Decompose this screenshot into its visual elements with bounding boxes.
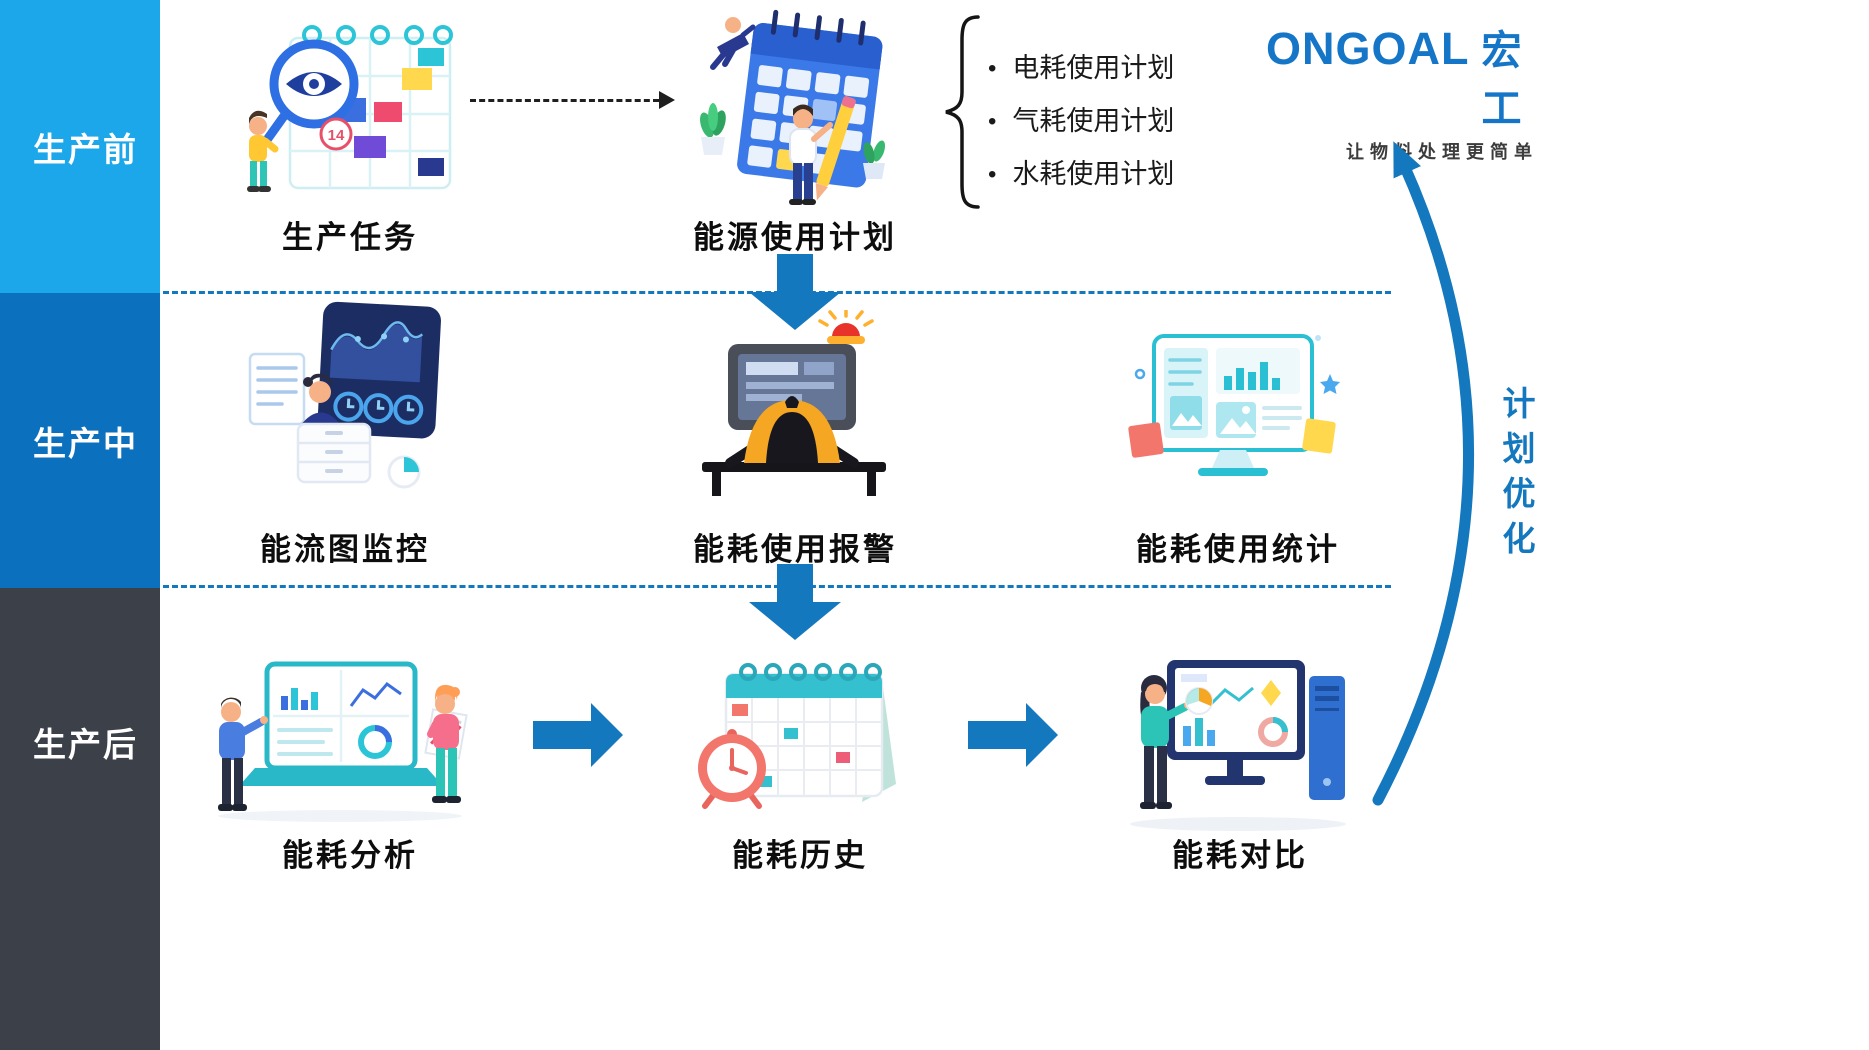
plan-list: • 电耗使用计划 • 气耗使用计划 • 水耗使用计划 — [988, 42, 1174, 201]
plant-icon-right — [863, 140, 886, 179]
person-figure — [1140, 675, 1213, 809]
ground-shadow — [1130, 817, 1346, 831]
history-illustration — [676, 644, 906, 822]
phase-label-pre: 生产前 — [33, 130, 138, 168]
ground-shadow — [218, 810, 462, 822]
desk-icon — [702, 462, 886, 496]
arrowhead-icon — [659, 91, 675, 109]
dashboard-icon — [317, 301, 441, 439]
plan-item-text: 气耗使用计划 — [1012, 106, 1175, 136]
logo-tagline: 让物料处理更简单 — [1346, 142, 1538, 162]
desk-calendar-icon — [724, 663, 896, 802]
brace — [945, 15, 980, 209]
plan-item-text: 水耗使用计划 — [1012, 159, 1175, 189]
desk-icon — [296, 422, 372, 484]
plan-item-text: 电耗使用计划 — [1012, 53, 1175, 83]
phase-band-post: 生产后 — [0, 588, 160, 1050]
alarm-clock-icon — [698, 729, 766, 809]
flow-monitor-illustration — [246, 296, 451, 508]
task-to-plan-arrow — [470, 90, 675, 110]
plan-item-electricity: • 电耗使用计划 — [988, 42, 1174, 95]
document-icon — [248, 352, 306, 426]
logo-brand-cn: 宏工 — [1481, 29, 1522, 131]
calendar-day-text: 14 — [328, 127, 345, 144]
label-production-task: 生产任务 — [282, 220, 418, 255]
feedback-label: 计划优化 — [1498, 386, 1535, 566]
monitor-icon — [1152, 334, 1314, 452]
phase-band-pre: 生产前 — [0, 0, 160, 293]
label-usage-stats: 能耗使用统计 — [1136, 532, 1340, 567]
energy-plan-illustration — [683, 3, 903, 213]
down-arrow-1 — [749, 254, 841, 330]
label-usage-alarm: 能耗使用报警 — [693, 532, 897, 567]
climbing-person-figure — [710, 17, 756, 70]
label-flow-monitor: 能流图监控 — [260, 532, 430, 567]
phase-band-mid: 生产中 — [0, 293, 160, 588]
comparison-illustration — [1113, 646, 1353, 834]
down-arrow-2 — [749, 564, 841, 640]
pencil-person-figure — [789, 96, 856, 205]
laptop-icon — [239, 661, 443, 786]
label-analysis: 能耗分析 — [282, 838, 418, 873]
logo-brand: ONGOAL — [1266, 23, 1470, 74]
sticky-notes — [1128, 418, 1336, 458]
monitor-stand — [1198, 450, 1268, 476]
person-left-figure — [218, 697, 268, 811]
monitor-icon — [1167, 660, 1305, 785]
dashed-line — [470, 98, 659, 102]
person-figure — [247, 110, 279, 192]
donut-chart-icon — [387, 455, 421, 489]
logo: ONGOAL 宏工 让物料处理更简单 — [1266, 18, 1538, 164]
production-task-illustration: 14 — [222, 10, 467, 205]
hooded-figure — [725, 396, 859, 468]
phase-label-post: 生产后 — [33, 726, 138, 763]
person-right-figure — [424, 684, 468, 803]
bullet-icon: • — [988, 108, 997, 135]
plan-item-gas: • 气耗使用计划 — [988, 95, 1174, 148]
calendar-icon — [737, 9, 883, 188]
label-energy-plan: 能源使用计划 — [693, 220, 897, 255]
label-history: 能耗历史 — [732, 838, 868, 873]
bullet-icon: • — [988, 55, 997, 82]
alarm-lamp-icon — [818, 310, 874, 344]
analysis-illustration — [203, 656, 478, 824]
usage-alarm-illustration — [688, 310, 900, 498]
plant-icon — [700, 103, 726, 155]
plan-item-water: • 水耗使用计划 — [988, 148, 1174, 201]
usage-stats-illustration — [1128, 324, 1343, 522]
right-arrow-1 — [533, 703, 623, 767]
label-comparison: 能耗对比 — [1172, 838, 1308, 873]
pc-tower-icon — [1309, 676, 1345, 800]
right-arrow-2 — [968, 703, 1058, 767]
bullet-icon: • — [988, 161, 997, 188]
decoration-shapes — [1134, 335, 1340, 394]
phase-label-mid: 生产中 — [33, 424, 138, 462]
logo-row: ONGOAL 宏工 — [1266, 18, 1538, 134]
